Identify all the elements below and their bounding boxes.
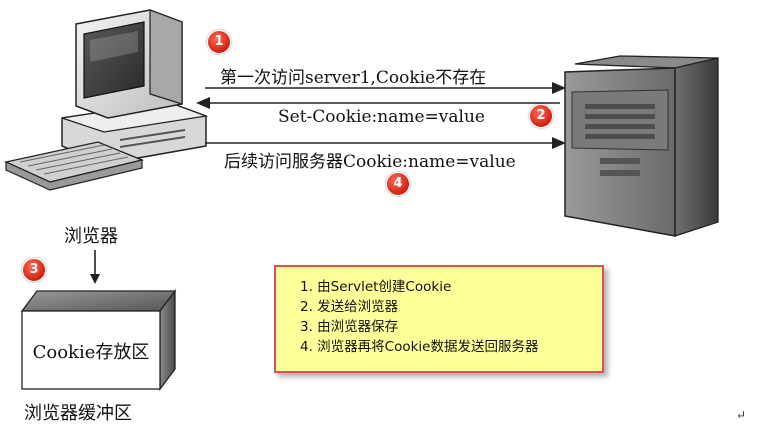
step-badge-2: 2: [529, 104, 553, 128]
arrow-to-cache-head: [90, 274, 100, 284]
step-item-3: 3. 由浏览器保存: [300, 319, 399, 335]
browser-cache-caption: 浏览器缓冲区: [24, 403, 132, 424]
step-item-1: 1. 由Servlet创建Cookie: [300, 279, 452, 295]
step-item-2: 2. 发送给浏览器: [300, 299, 399, 315]
arrow-set-cookie-head: [196, 97, 210, 109]
steps-note-box: 1. 由Servlet创建Cookie 2. 发送给浏览器 3. 由浏览器保存 …: [274, 265, 604, 373]
step-badge-1: 1: [207, 30, 231, 54]
browser-label: 浏览器: [64, 226, 118, 247]
arrow-first-request-head: [552, 82, 566, 94]
server-icon: [564, 55, 719, 237]
cookie-cache-box: [20, 289, 177, 391]
step-item-4: 4. 浏览器再将Cookie数据发送回服务器: [300, 339, 539, 355]
step-badge-3: 3: [22, 258, 46, 282]
subsequent-request-label: 后续访问服务器Cookie:name=value: [224, 152, 516, 172]
computer-icon: [3, 9, 209, 191]
return-mark: ↵: [736, 408, 747, 422]
arrows: [90, 82, 566, 284]
steps-list: 1. 由Servlet创建Cookie 2. 发送给浏览器 3. 由浏览器保存 …: [300, 277, 602, 357]
arrow-subsequent-request-head: [552, 137, 566, 149]
cookie-storage-label: Cookie存放区: [32, 342, 150, 363]
step-badge-4: 4: [386, 172, 410, 196]
first-request-label: 第一次访问server1,Cookie不存在: [220, 68, 487, 88]
set-cookie-label: Set-Cookie:name=value: [278, 107, 485, 127]
